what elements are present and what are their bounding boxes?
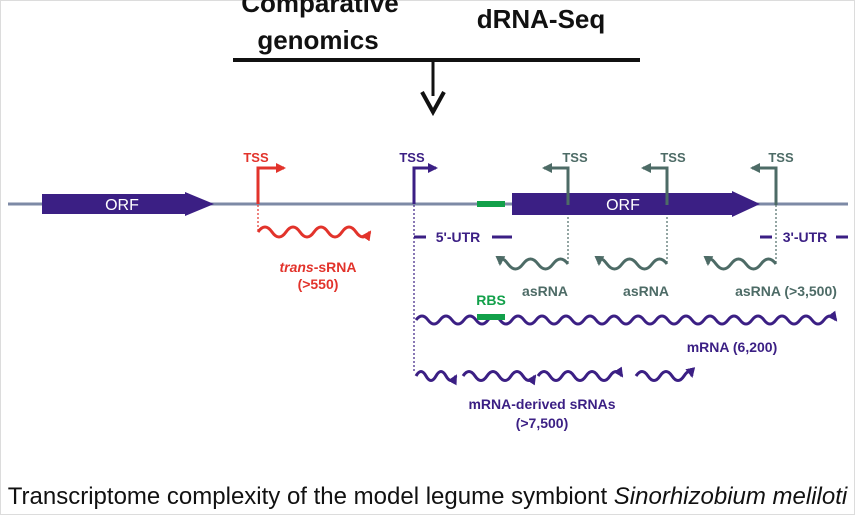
mrna-derived-srna-wave-1 [414, 370, 458, 386]
mrna-derived-label: mRNA-derived sRNAs [468, 396, 615, 412]
mrna-derived-srna-wave-2 [461, 370, 537, 386]
method-down-arrow-head [420, 91, 446, 117]
method-comparative-genomics-line2: genomics [257, 25, 378, 55]
utr5-label: 5'-UTR [436, 229, 481, 245]
asrna3-label: asRNA (>3,500) [735, 283, 837, 299]
orf-right-label: ORF [606, 197, 640, 214]
method-comparative-genomics-line1: Comparative [241, 0, 399, 18]
tss-as3-arrow [750, 163, 778, 205]
asrna3-wave [703, 255, 778, 271]
tss-main-label: TSS [399, 150, 425, 165]
caption-prefix: Transcriptome complexity of the model le… [7, 483, 614, 510]
mrna-derived-srna-wave-4 [634, 367, 696, 382]
tss-as3-label: TSS [768, 150, 794, 165]
tss-red-label: TSS [243, 150, 269, 165]
tss-as1-arrow [542, 163, 570, 205]
rbs-label: RBS [476, 292, 506, 308]
mrna-wave [414, 310, 838, 326]
asrna1-label: asRNA [522, 283, 568, 299]
caption-species: Sinorhizobium meliloti [613, 483, 848, 510]
trans-srna-wave [256, 225, 372, 242]
tss-as1-label: TSS [562, 150, 588, 165]
asrna2-wave [594, 255, 669, 271]
tss-red-arrow [256, 163, 286, 204]
method-drna-seq: dRNA-Seq [477, 4, 606, 34]
mrna-label: mRNA (6,200) [687, 339, 778, 355]
trans-srna-label: trans-sRNA [279, 259, 356, 275]
figure-caption: Transcriptome complexity of the model le… [0, 480, 855, 514]
mrna-derived-srna-wave-3 [536, 366, 624, 382]
utr3-label: 3'-UTR [783, 229, 828, 245]
orf-left-arrow [42, 192, 214, 216]
tss-main-arrow [412, 163, 438, 204]
asrna1-wave [495, 255, 570, 271]
orf-right-arrow [512, 191, 760, 217]
orf-left-label: ORF [105, 197, 139, 214]
mrna-derived-count: (>7,500) [516, 415, 569, 431]
transcriptome-diagram: Comparative genomics dRNA-Seq ORF ORF TS… [8, 0, 848, 431]
tss-as2-label: TSS [660, 150, 686, 165]
trans-srna-count: (>550) [298, 276, 339, 292]
asrna2-label: asRNA [623, 283, 669, 299]
tss-as2-arrow [641, 163, 669, 205]
